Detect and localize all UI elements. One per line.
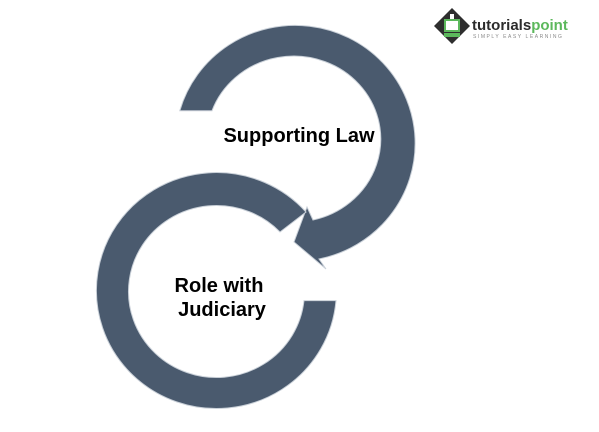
tutorialspoint-logo: tutorialspoint SIMPLY EASY LEARNING: [434, 8, 568, 44]
logo-name-part1: tutorials: [472, 17, 531, 34]
top-cycle-arc: [179, 24, 416, 270]
logo-tagline: SIMPLY EASY LEARNING: [473, 34, 563, 40]
logo-emblem-icon: [434, 8, 470, 44]
svg-text:tutorialspoint: tutorialspoint: [472, 17, 568, 34]
role-with-label: Role with: [175, 275, 264, 297]
logo-name-part2: point: [531, 17, 568, 34]
bottom-cycle-arc: [95, 172, 337, 409]
judiciary-label: Judiciary: [178, 299, 267, 321]
supporting-law-label: Supporting Law: [223, 125, 375, 147]
